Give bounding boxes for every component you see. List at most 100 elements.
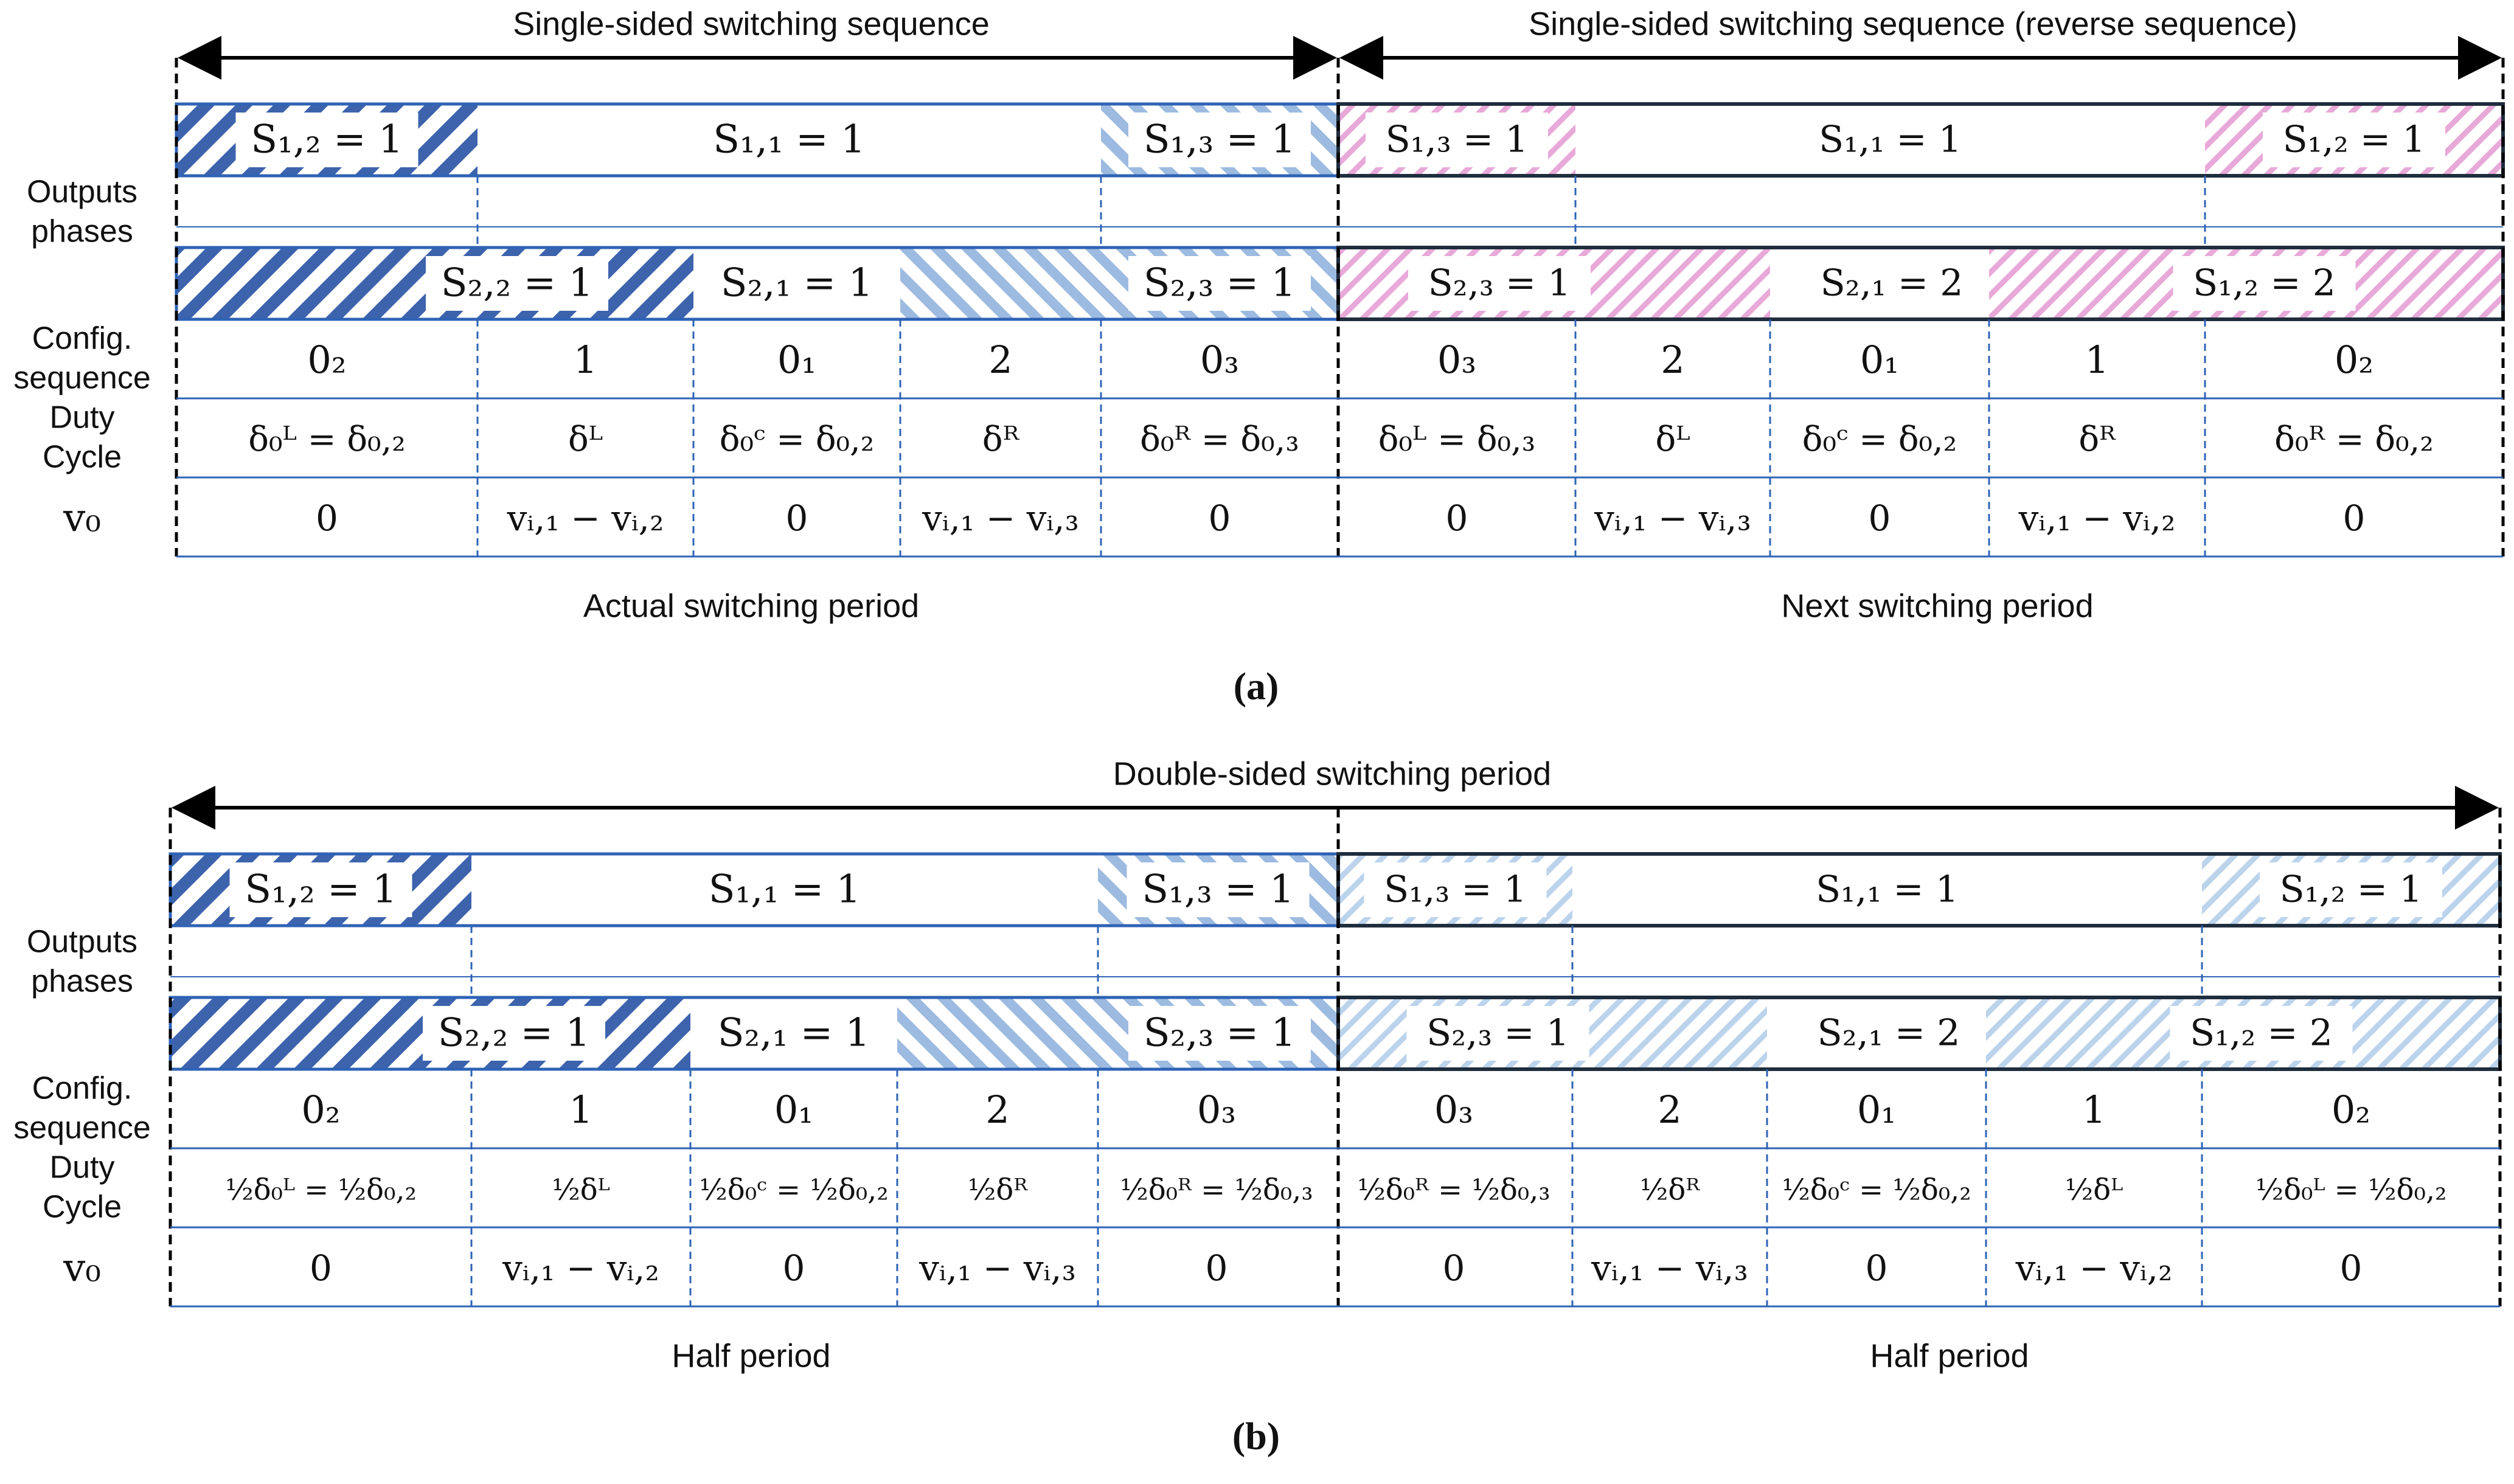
duty-cycle-cell: ½δᴸ xyxy=(2065,1173,2123,1207)
config-cell: 0₂ xyxy=(2335,338,2373,382)
bottom-label-right: Next switching period xyxy=(1781,588,2093,624)
row-label-duty: Duty xyxy=(50,1150,115,1185)
phase1-left-label: S₁,₁ = 1 xyxy=(709,867,861,912)
row-label-config: Config. xyxy=(32,321,133,356)
phase2-label-bg xyxy=(426,256,608,311)
phase2-left-label: S₂,₁ = 1 xyxy=(718,1011,870,1056)
phase2-left-label: S₂,₂ = 1 xyxy=(441,261,594,306)
v0-cell: 0 xyxy=(1443,1247,1465,1289)
row-label-phases: phases xyxy=(31,964,133,999)
config-cell: 1 xyxy=(2085,338,2109,382)
title-right: Single-sided switching sequence (reverse… xyxy=(1529,5,2297,42)
panel-caption: (b) xyxy=(1232,1415,1280,1458)
config-cell: 2 xyxy=(1661,338,1684,382)
duty-cycle-cell: ½δᴸ xyxy=(552,1173,609,1207)
row-label-outputs: Outputs xyxy=(27,175,137,210)
bottom-label-left: Half period xyxy=(672,1337,830,1374)
config-cell: 0₃ xyxy=(1197,1087,1236,1132)
row-label-v0: v₀ xyxy=(63,496,101,541)
v0-cell: vᵢ,₁ − vᵢ,₃ xyxy=(918,1247,1076,1289)
v0-cell: vᵢ,₁ − vᵢ,₂ xyxy=(2018,498,2176,539)
v0-cell: vᵢ,₁ − vᵢ,₂ xyxy=(507,498,664,539)
duty-cycle-cell: δᴸ xyxy=(1655,420,1690,460)
phase1-label-bg xyxy=(1364,862,1547,917)
row-label-v0: v₀ xyxy=(63,1246,101,1291)
panel-caption: (a) xyxy=(1234,665,1279,708)
row-label-phases: phases xyxy=(31,214,133,249)
config-cell: 1 xyxy=(569,1087,592,1132)
phase1-left-label: S₁,₂ = 1 xyxy=(245,867,397,912)
phase2-label-bg xyxy=(1406,1006,1589,1061)
phase2-label-bg xyxy=(1128,1006,1311,1061)
phase1-right-label: S₁,₁ = 1 xyxy=(1819,119,1962,161)
config-cell: 1 xyxy=(574,338,597,382)
config-cell: 2 xyxy=(988,338,1012,382)
config-cell: 1 xyxy=(2082,1087,2106,1132)
phase2-label-bg xyxy=(2173,256,2356,311)
phase2-label-bg xyxy=(1128,256,1311,311)
row-label-outputs: Outputs xyxy=(27,924,137,960)
duty-cycle-cell: ½δ₀ᴸ = ½δ₀,₂ xyxy=(225,1173,417,1207)
v0-cell: 0 xyxy=(786,498,808,539)
phase1-label-bg xyxy=(1366,113,1548,167)
duty-cycle-cell: δᴿ xyxy=(2078,420,2116,460)
duty-cycle-cell: ½δ₀ᴿ = ½δ₀,₃ xyxy=(1120,1173,1313,1207)
phase1-right-label: S₁,₂ = 1 xyxy=(2280,869,2423,911)
config-cell: 0₁ xyxy=(1860,338,1899,382)
v0-cell: 0 xyxy=(1869,498,1891,539)
phase2-left-label: S₂,₃ = 1 xyxy=(1144,1011,1296,1056)
phase1-label-bg xyxy=(2263,113,2445,167)
duty-cycle-cell: δ₀ᴿ = δ₀,₂ xyxy=(2274,420,2434,460)
v0-cell: 0 xyxy=(316,498,338,539)
config-cell: 0₂ xyxy=(2332,1087,2370,1132)
v0-cell: 0 xyxy=(1206,1247,1228,1289)
phase1-left-label: S₁,₃ = 1 xyxy=(1142,867,1294,912)
v0-cell: vᵢ,₁ − vᵢ,₃ xyxy=(922,498,1079,539)
duty-cycle-cell: δ₀ᶜ = δ₀,₂ xyxy=(720,420,875,460)
phase2-label-bg xyxy=(2170,1006,2353,1061)
phase2-label-bg xyxy=(423,1006,605,1061)
config-cell: 2 xyxy=(985,1087,1009,1132)
row-label-cycle: Cycle xyxy=(43,440,122,475)
phase1-right-label: S₁,₃ = 1 xyxy=(1386,119,1529,161)
phase2-right-label: S₂,₃ = 1 xyxy=(1426,1012,1569,1055)
config-cell: 2 xyxy=(1658,1087,1681,1132)
phase1-label-bg xyxy=(2260,862,2442,917)
v0-cell: 0 xyxy=(310,1247,332,1289)
config-cell: 0₁ xyxy=(774,1087,813,1132)
duty-cycle-cell: δᴿ xyxy=(982,420,1020,460)
config-cell: 0₃ xyxy=(1200,338,1239,382)
v0-cell: vᵢ,₁ − vᵢ,₃ xyxy=(1591,1247,1748,1289)
phase1-label-bg xyxy=(1127,862,1310,917)
duty-cycle-cell: ½δ₀ᴸ = ½δ₀,₂ xyxy=(2255,1173,2447,1207)
phase1-left-label: S₁,₃ = 1 xyxy=(1144,117,1296,162)
row-label-config: Config. xyxy=(32,1071,133,1106)
duty-cycle-cell: ½δᴿ xyxy=(1640,1173,1700,1207)
config-cell: 0₃ xyxy=(1437,338,1476,382)
title-full: Double-sided switching period xyxy=(1113,755,1551,792)
v0-cell: 0 xyxy=(783,1247,805,1289)
config-cell: 0₃ xyxy=(1434,1087,1473,1132)
config-cell: 0₁ xyxy=(777,338,816,382)
duty-cycle-cell: ½δ₀ᶜ = ½δ₀,₂ xyxy=(699,1173,888,1207)
phase2-right-label: S₂,₃ = 1 xyxy=(1428,262,1571,305)
duty-cycle-cell: δ₀ᴸ = δ₀,₂ xyxy=(248,420,406,460)
phase2-right-label: S₁,₂ = 2 xyxy=(2190,1012,2333,1055)
v0-cell: 0 xyxy=(1446,498,1468,539)
duty-cycle-cell: ½δᴿ xyxy=(968,1173,1028,1207)
bottom-label-right: Half period xyxy=(1870,1337,2029,1374)
v0-cell: 0 xyxy=(1209,498,1231,539)
phase1-label-bg xyxy=(235,113,418,167)
phase2-left-label: S₂,₂ = 1 xyxy=(438,1011,591,1056)
phase2-right-label: S₁,₂ = 2 xyxy=(2193,262,2336,305)
phase2-right-label: S₂,₁ = 2 xyxy=(1821,262,1964,305)
duty-cycle-cell: δᴸ xyxy=(568,420,603,460)
phase1-label-bg xyxy=(1128,113,1311,167)
config-cell: 0₂ xyxy=(301,1087,340,1132)
phase1-left-label: S₁,₂ = 1 xyxy=(251,117,403,162)
duty-cycle-cell: ½δ₀ᴿ = ½δ₀,₃ xyxy=(1357,1173,1550,1207)
phase2-right-label: S₂,₁ = 2 xyxy=(1818,1012,1960,1055)
